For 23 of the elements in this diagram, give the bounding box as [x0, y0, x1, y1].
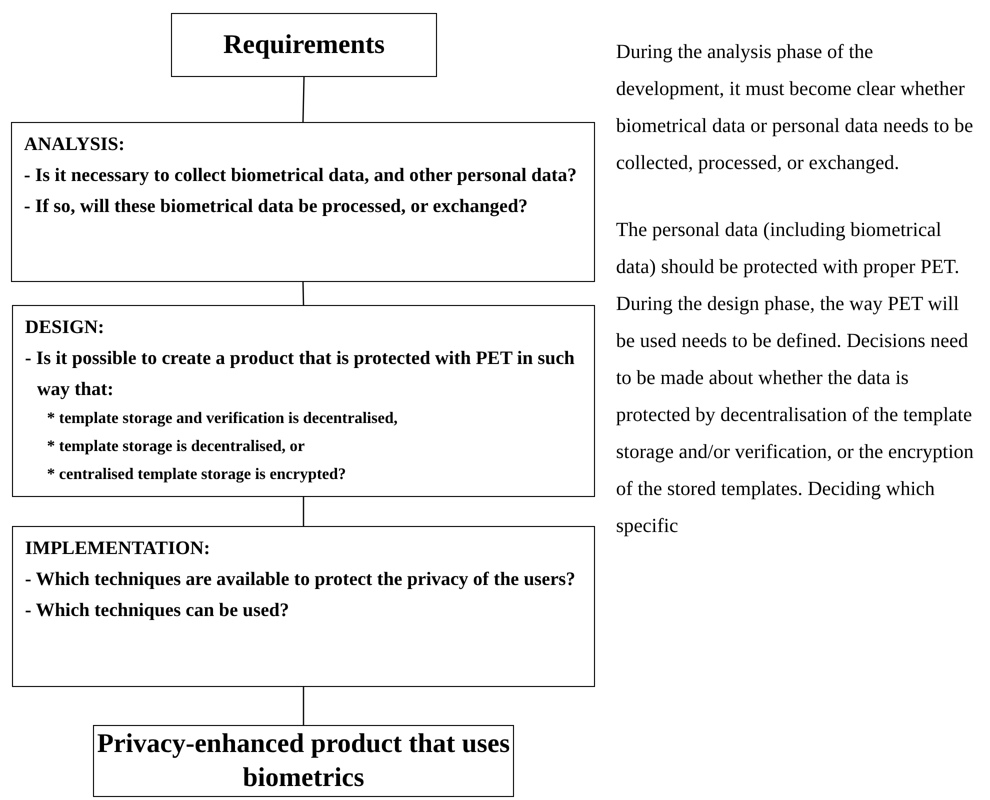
phase-heading: IMPLEMENTATION: — [25, 537, 212, 561]
phase-question: * template storage and verification is decentralised, — [46, 409, 399, 429]
terminal-box — [171, 13, 437, 77]
phase-heading: DESIGN: — [25, 316, 106, 340]
connector-line — [302, 76, 305, 122]
phase-question: - Is it possible to create a product that is protected with PET in such way that: — [25, 347, 576, 402]
phase-question: - Is it necessary to collect biometrical data, and other personal data? — [24, 164, 578, 188]
phase-question: * template storage is decentralised, or — [46, 437, 306, 457]
phase-question: - Which techniques are available to protect the privacy of the users? — [25, 568, 576, 592]
description-paragraph: The personal data (including biometrical data) should be protected with proper PET. During the design phase, the way PET will be used needs to be defined. Decisions need to be made about whether the data is protected by decentralisation of the template storage and/or verification, or the encryption of the stored templates. Deciding which specific — [616, 218, 975, 539]
box-title: Requirements — [223, 28, 385, 62]
connector-line — [302, 497, 304, 526]
phase-box — [11, 122, 595, 282]
phase-box — [12, 305, 595, 497]
phase-question: * centralised template storage is encrypted? — [46, 465, 348, 485]
phase-question: - Which techniques can be used? — [25, 599, 290, 623]
box-title: Privacy-enhanced product that uses biometrics — [96, 727, 511, 794]
phase-box — [12, 526, 595, 687]
connector-line — [302, 687, 304, 725]
phase-question: - If so, will these biometrical data be processed, or exchanged? — [24, 195, 529, 219]
description-paragraph: During the analysis phase of the development, it must become clear whether biometrical data or personal data needs to be collected, processed, or exchanged. — [616, 40, 974, 176]
connector-line — [302, 282, 304, 306]
phase-heading: ANALYSIS: — [24, 133, 126, 157]
